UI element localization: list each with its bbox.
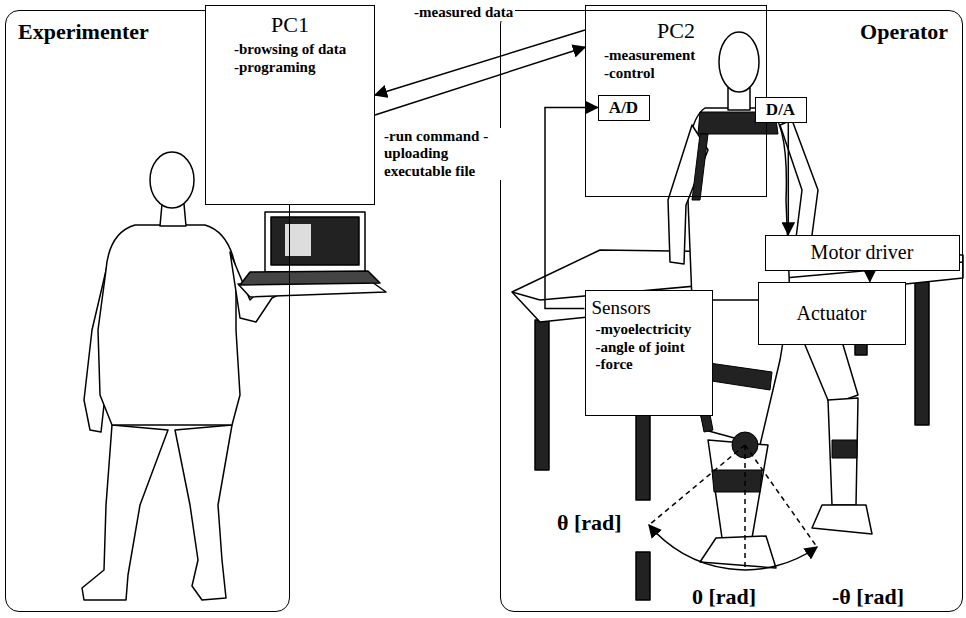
edge-label: -run command -uploading executable file [382, 128, 514, 180]
figure-part [649, 445, 745, 525]
figure-part [812, 505, 872, 534]
box-item: -control [604, 65, 758, 82]
figure-part [744, 445, 746, 570]
figure-part [832, 440, 857, 458]
box-title: Operator [515, 19, 948, 44]
experimenter-figure [82, 152, 288, 600]
angle-marks [649, 445, 817, 570]
figure-part [719, 32, 759, 92]
figure-part [175, 425, 232, 600]
angle-label: 0 [rad] [690, 584, 758, 609]
box-item: -measurement [604, 47, 758, 64]
box-item: -programing [234, 59, 366, 76]
angle-label: -θ [rad] [830, 584, 906, 609]
figure-part [98, 225, 240, 425]
converter-box: D/A [755, 97, 807, 123]
figure-part [780, 120, 818, 250]
converter-box: A/D [598, 95, 650, 121]
connector-arrow [788, 123, 790, 235]
figure-part [688, 108, 790, 300]
figure-part [915, 275, 929, 425]
figure-part [668, 125, 708, 264]
box-item: -myoelectricity [596, 321, 706, 338]
process-box: Actuator [758, 282, 906, 345]
box-title: Sensors [592, 297, 706, 319]
figure-part [271, 217, 359, 265]
figure-part [636, 552, 650, 600]
box-title: Actuator [767, 302, 897, 325]
figure-part [265, 212, 365, 272]
figure-part [150, 152, 194, 208]
figure-part [712, 470, 762, 492]
figure-part [512, 292, 540, 300]
connector-arrow [545, 108, 598, 309]
box-title: A/D [603, 98, 645, 118]
figure-part [285, 224, 311, 256]
box-item: -force [596, 356, 706, 373]
box-title: PC2 [594, 18, 758, 43]
figure-part [745, 445, 817, 547]
connector-arrow [375, 30, 585, 95]
figure-part [700, 536, 776, 568]
figure-part [535, 320, 549, 470]
box-title: D/A [760, 100, 802, 120]
computer-box: PC1 -browsing of data-programing [205, 5, 375, 205]
connector-arrow [375, 47, 585, 115]
process-box: Motor driver [765, 235, 960, 271]
figure-part [828, 398, 858, 505]
angle-label: θ [rad] [555, 510, 624, 535]
box-title: Motor driver [774, 241, 951, 264]
figure-part [240, 271, 380, 285]
box-item: -browsing of data [234, 41, 366, 58]
connector-arrow [869, 271, 871, 282]
figure-part [649, 525, 817, 570]
sensor-box: Sensors -myoelectricity-angle of joint-fo… [585, 290, 713, 416]
laptop [238, 212, 386, 297]
computer-box: PC2-measurement-controlA/DD/A [585, 5, 767, 197]
figure-part [82, 425, 168, 600]
table [512, 250, 963, 600]
box-item: -angle of joint [596, 339, 706, 356]
figure-part [692, 134, 708, 200]
box-title: PC1 [214, 12, 366, 37]
edge-label: -measured data [412, 4, 515, 21]
